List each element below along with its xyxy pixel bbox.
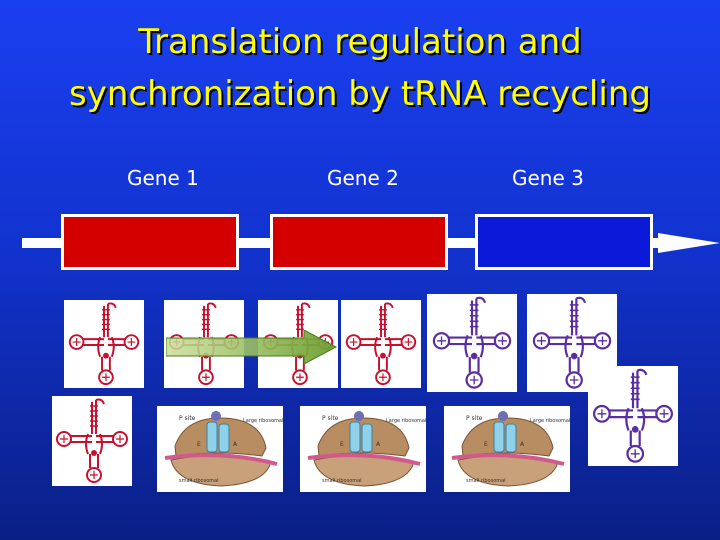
trna-icon <box>68 302 140 386</box>
a-site-label: A <box>233 441 238 448</box>
p-site-label: P site <box>179 415 196 422</box>
gene-3-label: Gene 3 <box>512 166 584 190</box>
large-subunit-label: Large ribosomal <box>530 418 570 424</box>
e-site-label: E <box>340 441 344 448</box>
gene-2-label: Gene 2 <box>327 166 399 190</box>
gene-3-box <box>475 214 653 270</box>
gene-2-box <box>270 214 448 270</box>
trna-icon <box>345 302 417 386</box>
a-site-label: A <box>520 441 525 448</box>
small-subunit-label: small ribosomal <box>322 478 362 484</box>
large-subunit-label: Large ribosomal <box>243 418 283 424</box>
trna-icon <box>432 296 512 389</box>
recycling-arrow-icon <box>166 330 338 364</box>
e-site-label: E <box>484 441 488 448</box>
p-site-label: P site <box>466 415 483 422</box>
p-site-label: P site <box>322 415 339 422</box>
trna-purple-1 <box>427 294 517 392</box>
trna-red-1 <box>64 300 144 388</box>
title-line-1: Translation regulation and <box>138 22 582 62</box>
small-subunit-label: small ribosomal <box>466 478 506 484</box>
gene-1-label: Gene 1 <box>127 166 199 190</box>
trna-purple-3 <box>588 366 678 466</box>
gene-1-box <box>61 214 239 270</box>
trna-red-4 <box>341 300 421 388</box>
trna-icon <box>56 398 128 483</box>
e-site-label: E <box>197 441 201 448</box>
large-subunit-label: Large ribosomal <box>386 418 426 424</box>
trna-red-5 <box>52 396 132 486</box>
trna-icon <box>593 368 673 463</box>
trna-icon <box>532 296 612 389</box>
title-line-2: synchronization by tRNA recycling <box>69 74 651 114</box>
small-subunit-label: small ribosomal <box>179 478 219 484</box>
a-site-label: A <box>376 441 381 448</box>
mrna-direction-arrow <box>658 233 720 253</box>
